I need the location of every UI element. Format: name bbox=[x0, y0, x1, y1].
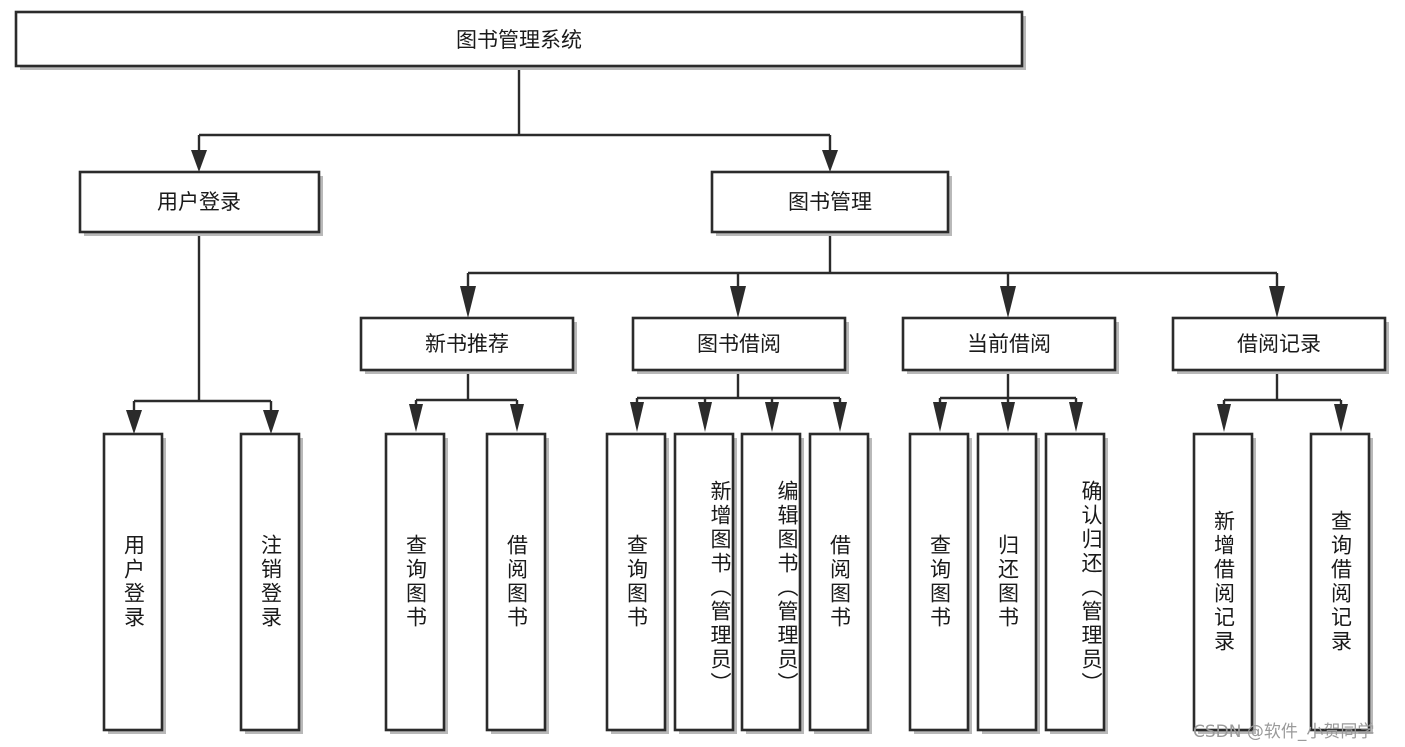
arrow-head-leaf-confirm-return bbox=[1069, 402, 1083, 432]
connector-group-root bbox=[191, 66, 838, 172]
arrow-head-current bbox=[1000, 286, 1016, 318]
arrow-head-leaf-borrow-book-1 bbox=[510, 404, 524, 432]
node-root[interactable]: 图书管理系统 bbox=[14, 10, 1026, 70]
node-borrow-record[interactable]: 借阅记录 bbox=[1171, 316, 1389, 374]
leaf-node-query-book-1[interactable] bbox=[384, 432, 448, 734]
leaf-node-add-record[interactable] bbox=[1192, 432, 1256, 734]
node-current-borrow-label: 当前借阅 bbox=[967, 332, 1051, 356]
arrow-head-borrow bbox=[730, 286, 746, 318]
leaf-node-query-book-3[interactable] bbox=[908, 432, 972, 734]
leaf-node-return-book[interactable] bbox=[976, 432, 1040, 734]
leaf-node-query-book-2[interactable] bbox=[605, 432, 669, 734]
leaf-node-borrow-book-2[interactable] bbox=[808, 432, 872, 734]
node-new-book-recommend-label: 新书推荐 bbox=[425, 332, 509, 356]
node-user-login[interactable]: 用户登录 bbox=[78, 170, 323, 236]
arrow-head-leaf-edit-book bbox=[765, 402, 779, 432]
leaf-node-borrow-book-1[interactable] bbox=[485, 432, 549, 734]
node-book-borrow[interactable]: 图书借阅 bbox=[631, 316, 849, 374]
leaf-node-edit-book[interactable] bbox=[740, 432, 804, 734]
arrow-head-record bbox=[1269, 286, 1285, 318]
connector-group-newbook bbox=[409, 372, 524, 432]
arrow-head-leaf-add-record bbox=[1217, 404, 1231, 432]
arrow-head-leaf-return-book bbox=[1001, 402, 1015, 432]
leaf-node-logout[interactable] bbox=[239, 432, 303, 734]
arrow-head-leaf-query-book-1 bbox=[409, 404, 423, 432]
arrow-head-leaf-add-book bbox=[698, 402, 712, 432]
watermark-text: CSDN @软件_小贺同学 bbox=[1193, 722, 1375, 742]
connector-group-current bbox=[933, 372, 1083, 432]
arrow-head-leaf-borrow-book-2 bbox=[833, 402, 847, 432]
arrow-head-bookmgmt bbox=[822, 150, 838, 172]
leaf-node-add-book[interactable] bbox=[673, 432, 737, 734]
arrow-head-leaf-logout bbox=[263, 410, 279, 434]
node-book-management-label: 图书管理 bbox=[788, 190, 872, 214]
connector-group-bookmgmt bbox=[460, 232, 1285, 318]
node-current-borrow[interactable]: 当前借阅 bbox=[901, 316, 1119, 374]
node-root-label: 图书管理系统 bbox=[456, 28, 582, 52]
arrow-head-leaf-query-book-3 bbox=[933, 402, 947, 432]
node-new-book-recommend[interactable]: 新书推荐 bbox=[359, 316, 577, 374]
leaf-node-confirm-return[interactable] bbox=[1044, 432, 1108, 734]
leaf-node-query-record[interactable] bbox=[1309, 432, 1373, 734]
arrow-head-leaf-query-record bbox=[1334, 404, 1348, 432]
connector-group-userlogin bbox=[126, 232, 279, 434]
arrow-head-newbook bbox=[460, 286, 476, 318]
arrow-head-userlogin bbox=[191, 150, 207, 172]
connector-group-record bbox=[1217, 372, 1348, 432]
leaf-node-user-login[interactable] bbox=[102, 432, 166, 734]
connector-group-borrow bbox=[630, 372, 847, 432]
arrow-head-leaf-query-book-2 bbox=[630, 402, 644, 432]
node-book-management[interactable]: 图书管理 bbox=[710, 170, 952, 236]
arrow-head-leaf-user-login bbox=[126, 410, 142, 434]
node-user-login-label: 用户登录 bbox=[157, 190, 241, 214]
node-book-borrow-label: 图书借阅 bbox=[697, 332, 781, 356]
node-borrow-record-label: 借阅记录 bbox=[1237, 332, 1321, 356]
